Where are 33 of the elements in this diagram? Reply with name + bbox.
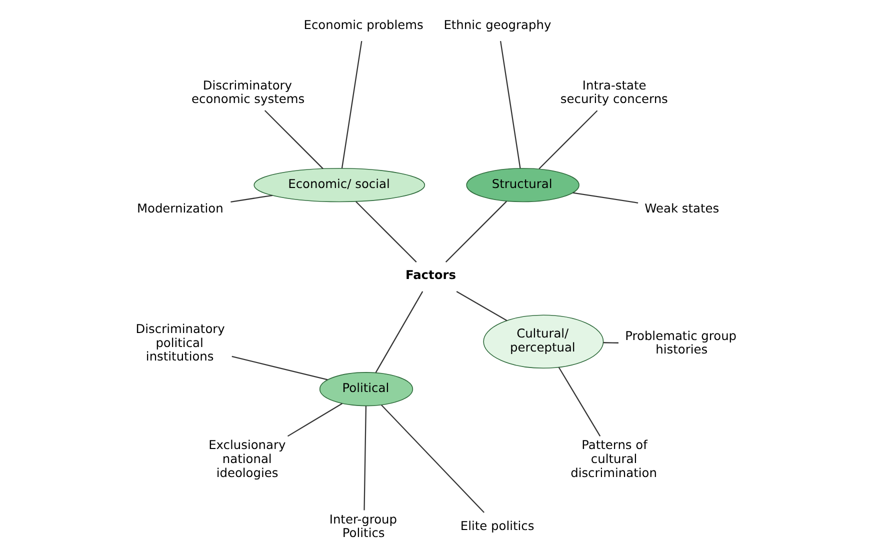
connector — [356, 201, 417, 262]
connector — [230, 194, 273, 202]
node-text: Intra-state security concerns — [560, 78, 668, 106]
connector — [232, 356, 328, 380]
connector — [538, 110, 598, 170]
connector — [380, 404, 484, 513]
node-text: Elite politics — [460, 519, 534, 534]
connector — [456, 291, 508, 322]
connector — [603, 342, 618, 344]
connector — [500, 40, 521, 168]
node-text: Problematic group histories — [625, 328, 737, 357]
node-text: Inter-group Politics — [329, 512, 397, 540]
connector — [445, 200, 507, 262]
node-text: Ethnic geography — [444, 18, 552, 32]
node-text: Discriminatory economic systems — [192, 78, 305, 106]
connector — [375, 291, 424, 373]
node-ellipse: Structural — [466, 168, 580, 202]
connector — [558, 367, 601, 436]
connector — [264, 110, 324, 170]
node-ellipse: Cultural/ perceptual — [483, 314, 604, 369]
node-text: Modernization — [136, 201, 224, 216]
node-text: Weak states — [644, 201, 720, 216]
node-text: Patterns of cultural discrimination — [570, 438, 657, 480]
connector — [572, 192, 638, 204]
node-text: Economic problems — [304, 18, 424, 32]
connector — [287, 403, 343, 437]
node-text: Factors — [405, 268, 456, 282]
connector — [364, 406, 367, 510]
connector — [341, 40, 362, 168]
node-ellipse: Political — [319, 372, 414, 406]
node-ellipse: Economic/ social — [254, 168, 426, 202]
node-text: Exclusionary national ideologies — [208, 438, 286, 480]
node-text: Discriminatory political institutions — [136, 322, 225, 364]
